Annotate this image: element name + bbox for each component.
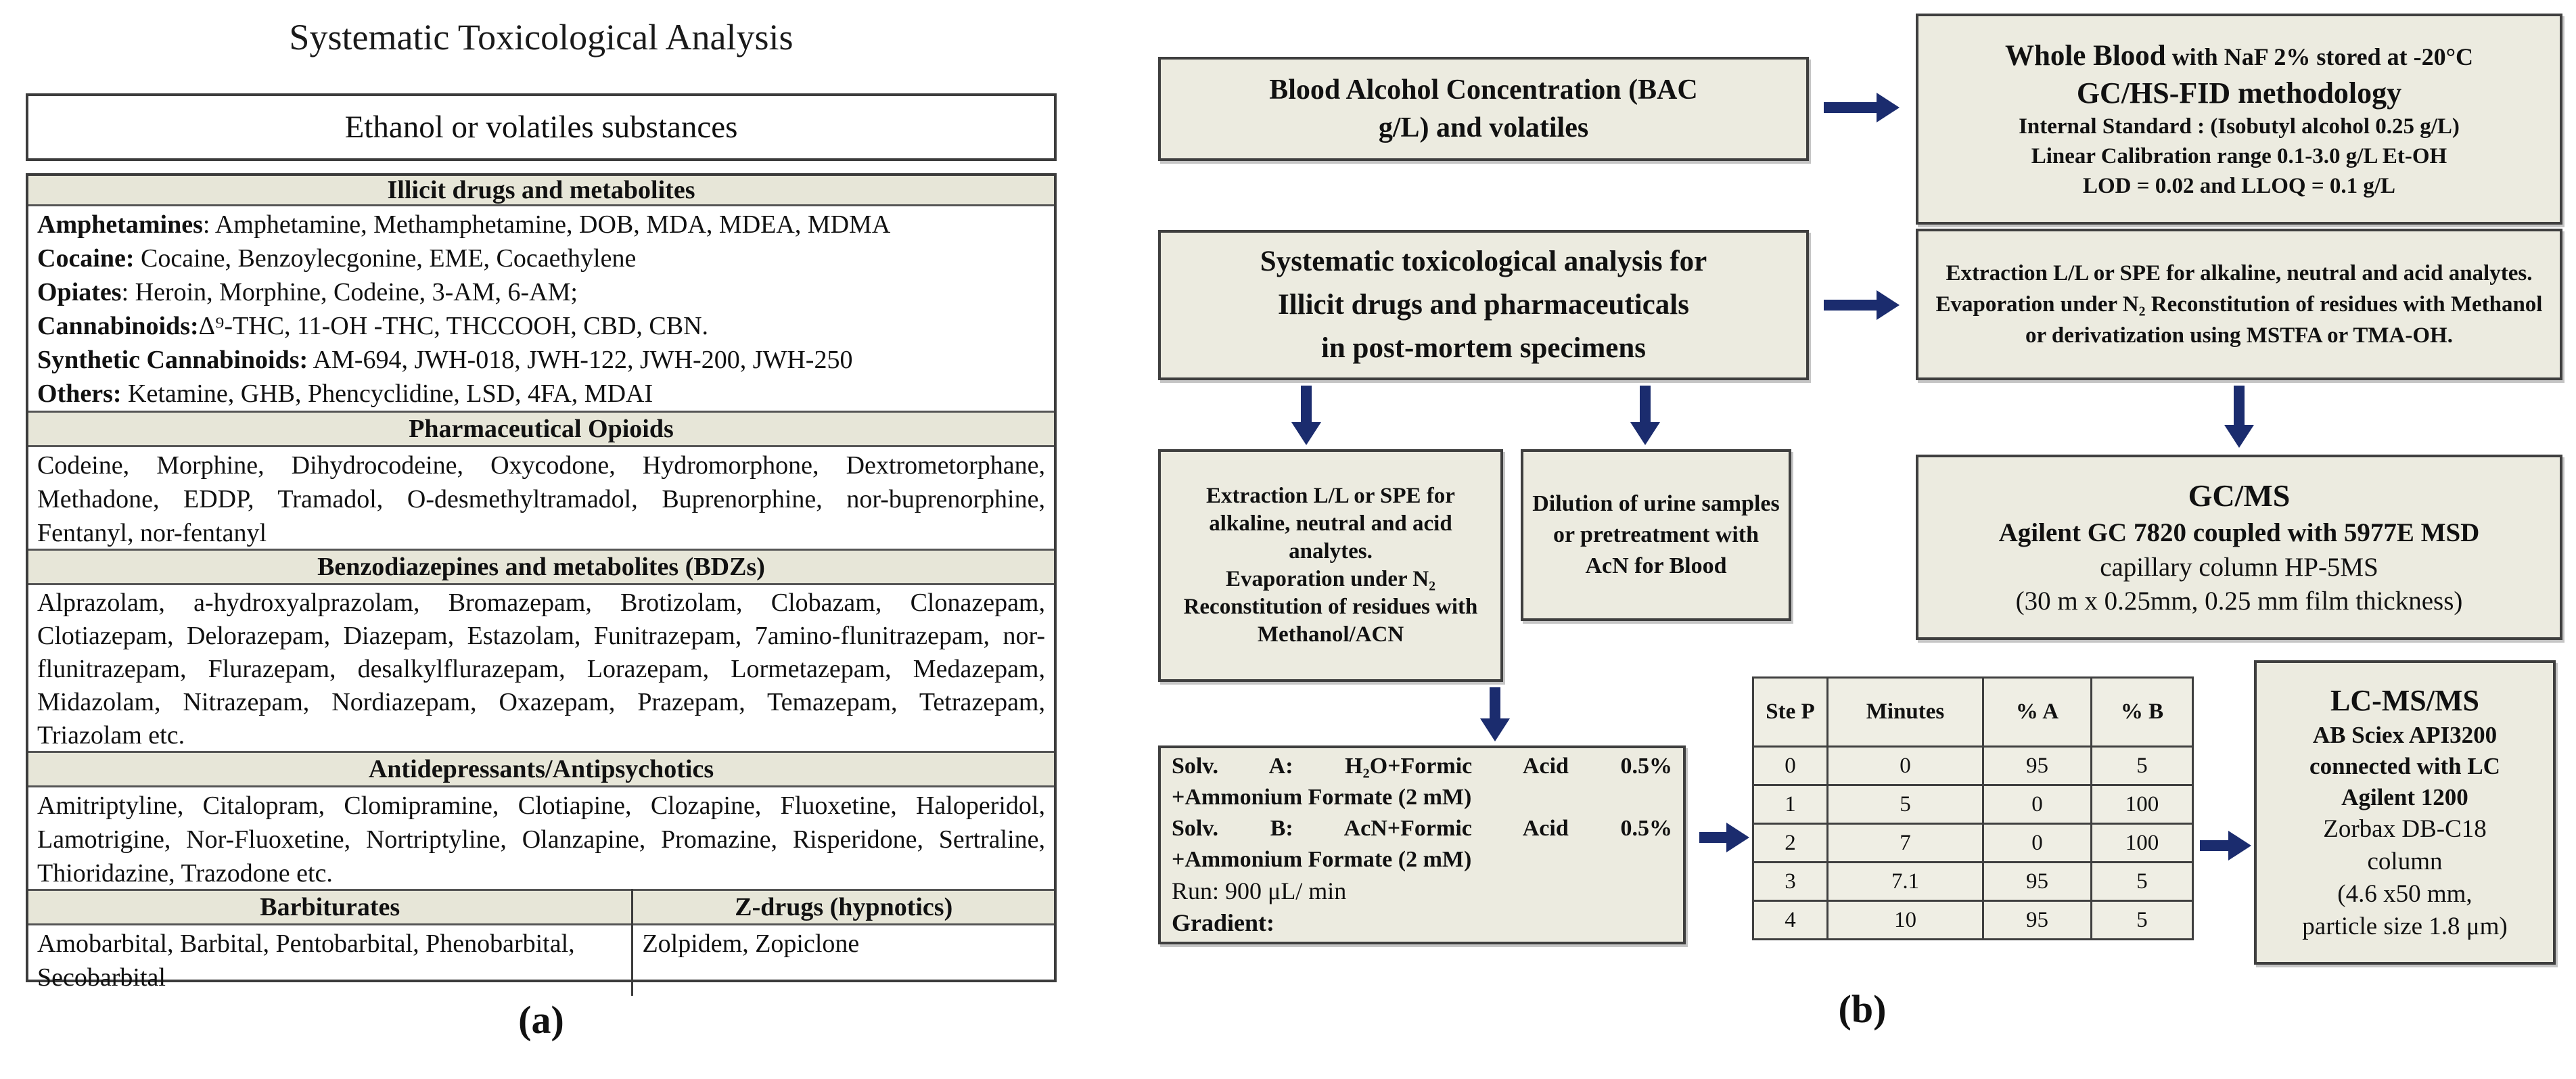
table-row: 3 7.1 95 5 — [1752, 861, 2194, 902]
whole-blood-box: Whole Blood with NaF 2% stored at -20°C … — [1916, 14, 2562, 225]
illicit-header: Illicit drugs and metabolites — [28, 176, 1054, 206]
drug-class-line: Synthetic Cannabinoids: AM-694, JWH-018,… — [37, 346, 853, 374]
column-header: Minutes — [1826, 676, 1984, 748]
arrow-extraction-left-to-solvents-icon — [1479, 687, 1511, 741]
illicit-list: Amphetamines: Amphetamine, Methamphetami… — [28, 206, 1054, 411]
solvents-box: Solv. A: H₂O+Formic Acid 0.5% +Ammonium … — [1158, 745, 1686, 944]
barbiturates-column: Barbiturates Amobarbital, Barbital, Pent… — [28, 889, 634, 996]
drug-class-line: Opiates: Heroin, Morphine, Codeine, 3-AM… — [37, 278, 578, 306]
systematic-analysis-box: Systematic toxicological analysis for Il… — [1158, 230, 1809, 380]
antidepressants-header: Antidepressants/Antipsychotics — [28, 751, 1054, 787]
column-header: % A — [1982, 676, 2092, 748]
table-row: 1 5 0 100 — [1752, 784, 2194, 825]
table-row: 0 0 95 5 — [1752, 745, 2194, 786]
arrow-solvents-to-table-icon — [1699, 823, 1749, 852]
drug-class-line: Cocaine: Cocaine, Benzoylecgonine, EME, … — [37, 244, 637, 273]
arrow-systematic-to-dilution-icon — [1630, 386, 1661, 445]
column-header: Ste P — [1752, 676, 1828, 748]
antidepressants-list: Amitriptyline, Citalopram, Clomipramine,… — [37, 791, 1045, 888]
dilution-box: Dilution of urine samples or pretreatmen… — [1521, 449, 1791, 621]
gcms-box: GC/MS Agilent GC 7820 coupled with 5977E… — [1916, 455, 2562, 640]
drug-class-line: Amphetamines: Amphetamine, Methamphetami… — [37, 210, 891, 239]
bac-box: Blood Alcohol Concentration (BAC g/L) an… — [1158, 57, 1809, 161]
barbiturates-list: Amobarbital, Barbital, Pentobarbital, Ph… — [37, 929, 575, 992]
bdz-header: Benzodiazepines and metabolites (BDZs) — [28, 549, 1054, 585]
opioids-list: Codeine, Morphine, Dihydrocodeine, Oxyco… — [37, 451, 1045, 547]
panel-a-title: Systematic Toxicological Analysis — [289, 17, 794, 58]
arrow-systematic-to-extraction-icon — [1824, 290, 1900, 321]
column-header: % B — [2090, 676, 2194, 748]
arrow-systematic-to-extraction-left-icon — [1291, 386, 1322, 445]
caption-a: (a) — [518, 998, 564, 1042]
drug-classes-table: Illicit drugs and metabolites Amphetamin… — [26, 173, 1057, 996]
extraction-left-box: Extraction L/L or SPE for alkaline, neut… — [1158, 449, 1503, 682]
caption-b: (b) — [1838, 987, 1887, 1031]
arrow-table-to-lcms-icon — [2200, 831, 2251, 860]
gradient-table-header-row: Ste P Minutes % A % B — [1752, 676, 2194, 748]
gradient-table: Ste P Minutes % A % B 0 0 95 5 1 5 0 100… — [1752, 676, 2194, 940]
table-row: 2 7 0 100 — [1752, 823, 2194, 863]
lcms-box: LC-MS/MS AB Sciex API3200 connected with… — [2254, 660, 2556, 965]
table-row: 4 10 95 5 — [1752, 900, 2194, 940]
barbiturates-zdrugs-section: Barbiturates Amobarbital, Barbital, Pent… — [28, 889, 1054, 996]
zdrugs-header: Z-drugs (hypnotics) — [633, 889, 1054, 925]
opioids-header: Pharmaceutical Opioids — [28, 411, 1054, 447]
ethanol-box: Ethanol or volatiles substances — [26, 93, 1057, 161]
ethanol-box-label: Ethanol or volatiles substances — [344, 110, 738, 145]
arrow-extraction-to-gcms-icon — [2224, 386, 2255, 448]
zdrugs-list: Zolpidem, Zopiclone — [642, 929, 860, 958]
arrow-bac-to-wholeblood-icon — [1824, 92, 1900, 123]
barbiturates-header: Barbiturates — [28, 889, 632, 925]
drug-class-line: Cannabinoids:Δ⁹-THC, 11-OH -THC, THCCOOH… — [37, 312, 709, 340]
bdz-list: Alprazolam, a-hydroxyalprazolam, Bromaze… — [37, 589, 1045, 750]
drug-class-line: Others: Ketamine, GHB, Phencyclidine, LS… — [37, 380, 653, 408]
extraction-right-box: Extraction L/L or SPE for alkaline, neut… — [1916, 229, 2562, 380]
zdrugs-column: Z-drugs (hypnotics) Zolpidem, Zopiclone — [633, 889, 1054, 996]
